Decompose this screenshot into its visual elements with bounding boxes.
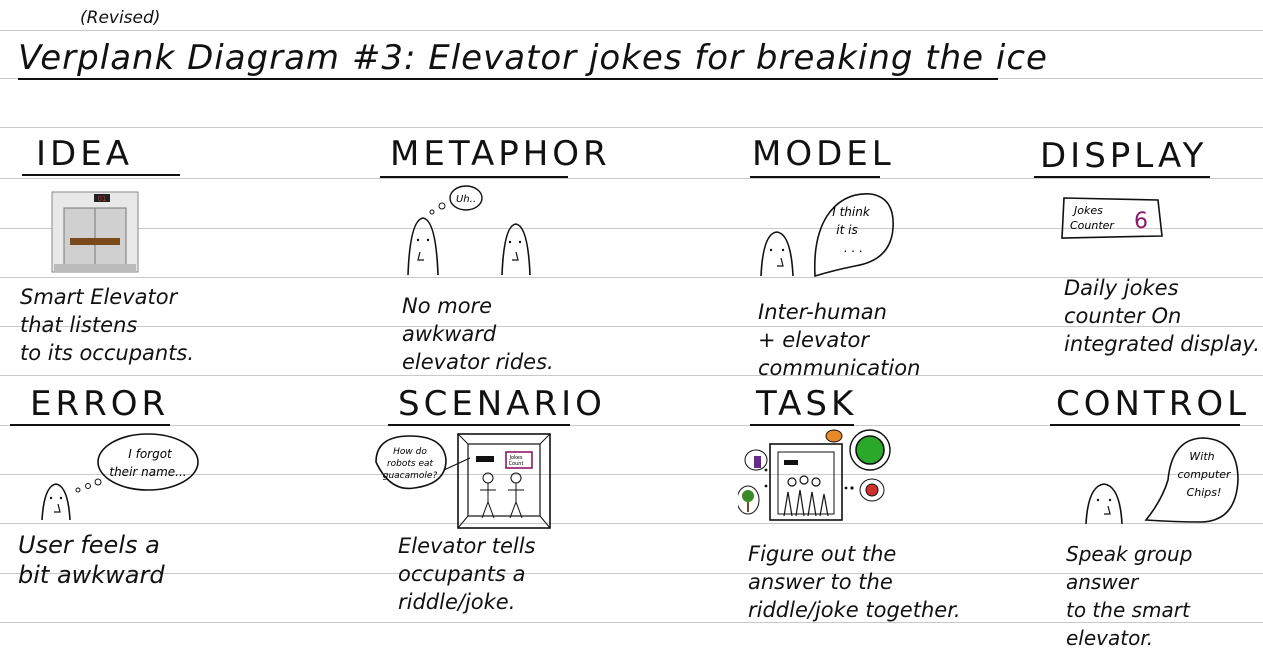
notebook-rule: [0, 622, 1263, 623]
scenario-sketch: Jokes Count How do robots eat guacamole?: [375, 433, 551, 529]
speech-bubble: [1144, 437, 1239, 523]
occupant-head: [482, 472, 494, 484]
jokes-counter-value: 6: [1134, 209, 1148, 234]
heading-underline: [10, 424, 170, 426]
speech-bubble: [813, 193, 894, 278]
door-handrail: [70, 238, 120, 245]
heading-task: TASK: [756, 384, 858, 424]
notebook-rule: [0, 178, 1263, 179]
heading-scenario: SCENARIO: [398, 384, 606, 424]
person: [1085, 483, 1123, 525]
tennis-ball-icon: [855, 435, 885, 465]
notebook-rule: [0, 573, 1263, 574]
bubble-text: Chips!: [1187, 486, 1222, 499]
screen-text: Count: [509, 461, 524, 467]
screen-text: Jokes: [509, 455, 523, 461]
bubble-text: their name...: [109, 465, 186, 479]
bubble-text: computer: [1177, 468, 1232, 481]
speaker-grille: [784, 460, 798, 465]
floor-number: 01: [98, 195, 107, 203]
thought-bubble: [849, 429, 891, 471]
heading-underline: [750, 424, 854, 426]
caption-metaphor: No more awkward elevator rides.: [402, 294, 554, 374]
occupant-head: [510, 472, 522, 484]
notebook-rule: [0, 375, 1263, 376]
title-block: (Revised) Verplank Diagram #3: Elevator …: [18, 8, 1047, 80]
bubble-text: robots eat: [387, 459, 434, 469]
caption-idea: Smart Elevator that listens to its occup…: [20, 285, 195, 365]
caption-task: Figure out the answer to the riddle/joke…: [748, 542, 961, 622]
elevator-floor: [54, 264, 136, 272]
display-label: Jokes: [1072, 204, 1103, 217]
elevator-cab: [457, 433, 551, 529]
notebook-rule: [0, 127, 1263, 128]
grape-icon: [754, 456, 761, 468]
thought-bubble: [449, 185, 483, 211]
page-title: Verplank Diagram #3: Elevator jokes for …: [18, 38, 1048, 78]
task-sketch: [738, 429, 891, 521]
speaker-grille: [476, 456, 494, 462]
elevator-cab: [769, 443, 843, 521]
floor-indicator: [94, 194, 110, 202]
notebook-rule: [0, 326, 1263, 327]
heading-error: ERROR: [30, 384, 170, 424]
caption-display: Daily jokes counter On integrated displa…: [1064, 276, 1260, 356]
heading-control: CONTROL: [1056, 384, 1251, 424]
notebook-rule: [0, 30, 1263, 31]
caption-scenario: Elevator tells occupants a riddle/joke.: [398, 534, 536, 614]
speech-bubble: [375, 435, 447, 490]
display-label: Counter: [1070, 219, 1115, 232]
bubble-text: guacamole?: [383, 471, 438, 481]
caption-model: Inter-human + elevator communication: [758, 300, 921, 380]
jokes-screen: [505, 451, 533, 469]
notebook-rule: [0, 474, 1263, 475]
heading-underline: [750, 176, 880, 178]
control-sketch: With computer Chips!: [1085, 437, 1239, 525]
notebook-rule: [0, 523, 1263, 524]
notebook-rule: [0, 425, 1263, 426]
heading-model: MODEL: [752, 134, 895, 174]
caption-control: Speak group answer to the smart elevator…: [1066, 542, 1193, 650]
notebook-rule: [0, 228, 1263, 229]
bubble-text: Uh..: [456, 194, 476, 205]
elevator-photo-sketch: 01: [51, 191, 139, 273]
heading-underline: [380, 176, 568, 178]
display-panel: [1061, 197, 1163, 239]
heading-underline: [1034, 176, 1210, 178]
caption-error: User feels a bit awkward: [18, 531, 165, 589]
heading-idea: IDEA: [36, 134, 133, 174]
person: [760, 231, 794, 277]
bubble-text: it is: [836, 223, 857, 237]
thought-bubble: [97, 433, 199, 491]
bubble-text: I forgot: [128, 447, 173, 461]
tree-icon: [742, 490, 754, 502]
person-right: [501, 223, 531, 276]
bubble-text: How do: [393, 447, 427, 457]
bubble-text: I think: [832, 205, 871, 219]
metaphor-sketch: Uh..: [407, 185, 531, 276]
person: [41, 483, 71, 521]
heading-metaphor: METAPHOR: [390, 134, 611, 174]
display-sketch: Jokes Counter 6: [1061, 197, 1163, 239]
apple-icon: [865, 483, 879, 497]
bubble-text: With: [1189, 450, 1214, 463]
notebook-rule: [0, 277, 1263, 278]
elevator-back-wall: [467, 443, 541, 517]
title-underline: [18, 78, 998, 80]
heading-underline: [1050, 424, 1240, 426]
heading-underline: [22, 174, 180, 176]
person-left: [407, 217, 439, 276]
error-sketch: I forgot their name...: [41, 433, 199, 521]
heading-underline: [388, 424, 570, 426]
elevator-back-wall: [777, 451, 835, 515]
heading-display: DISPLAY: [1040, 136, 1208, 176]
model-sketch: I think it is . . .: [760, 193, 894, 278]
bubble-text: . . .: [843, 241, 862, 255]
crowd-of-occupants: [783, 475, 829, 517]
revised-note: (Revised): [80, 8, 161, 28]
cheese-icon: [825, 429, 843, 443]
